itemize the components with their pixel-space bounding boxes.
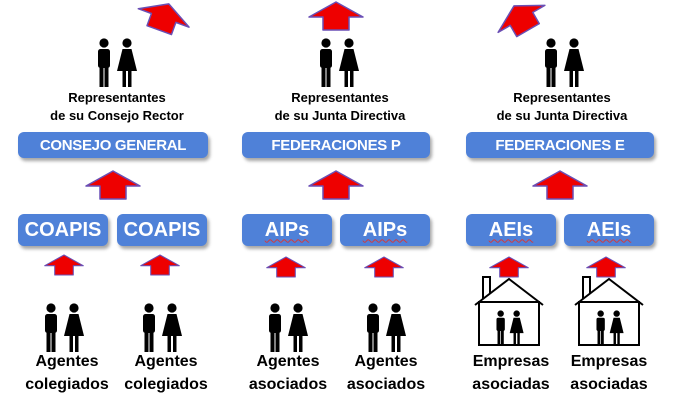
couple-icon-agent-1 (40, 303, 86, 353)
agent-label-4: Agentes asociados (326, 350, 446, 396)
top-arrow-icon-1 (133, 0, 195, 41)
leaf-label: COAPIS (123, 218, 201, 241)
rep-line1: Representantes (291, 90, 389, 105)
leaf-box-aeis-2: AEIs (564, 214, 654, 246)
mid-arrow-icon-3 (532, 170, 588, 200)
agent-label-1: Agentes colegiados (7, 350, 127, 396)
couple-icon-top-3 (540, 38, 586, 88)
rep-line2: de su Junta Directiva (496, 108, 628, 123)
agent-line1: Agentes (134, 353, 198, 370)
bottom-arrow-icon-3 (266, 256, 306, 278)
leaf-label: AIPs (264, 218, 310, 241)
house-icon-1 (474, 276, 544, 346)
agent-line2: asociadas (472, 376, 550, 393)
agent-line1: Agentes (35, 353, 99, 370)
mid-arrow-icon-1 (85, 170, 141, 200)
leaf-box-aeis-1: AEIs (466, 214, 556, 246)
org-box-consejo-general: CONSEJO GENERAL (18, 132, 208, 158)
top-arrow-icon-2 (308, 1, 364, 31)
representatives-label-1: Representantes de su Consejo Rector (17, 89, 217, 125)
couple-icon-agent-4 (362, 303, 408, 353)
leaf-box-coapis-1: COAPIS (18, 214, 108, 246)
agent-line1: Agentes (256, 353, 320, 370)
agent-label-6: Empresas asociadas (549, 350, 669, 396)
top-arrow-icon-3 (489, 0, 553, 45)
agent-label-2: Agentes colegiados (106, 350, 226, 396)
house-icon-2 (574, 276, 644, 346)
org-box-federaciones-p: FEDERACIONES P (242, 132, 430, 158)
org-label: FEDERACIONES E (495, 136, 625, 154)
agent-line2: colegiados (25, 376, 109, 393)
agent-line1: Empresas (570, 353, 648, 370)
couple-icon-top-2 (315, 38, 361, 88)
rep-line2: de su Consejo Rector (50, 108, 184, 123)
bottom-arrow-icon-5 (489, 256, 529, 278)
agent-line2: colegiados (124, 376, 208, 393)
leaf-label: COAPIS (24, 218, 102, 241)
agent-label-5: Empresas asociadas (451, 350, 571, 396)
couple-icon-top-1 (93, 38, 139, 88)
agent-line1: Agentes (354, 353, 418, 370)
bottom-arrow-icon-6 (586, 256, 626, 278)
org-box-federaciones-e: FEDERACIONES E (466, 132, 654, 158)
leaf-label: AIPs (362, 218, 408, 241)
leaf-label: AEIs (586, 218, 632, 241)
couple-icon-agent-2 (138, 303, 184, 353)
leaf-box-coapis-2: COAPIS (117, 214, 207, 246)
agent-line2: asociados (248, 376, 328, 393)
org-label: FEDERACIONES P (271, 136, 401, 154)
leaf-box-aips-1: AIPs (242, 214, 332, 246)
bottom-arrow-icon-1 (44, 254, 84, 276)
representatives-label-3: Representantes de su Junta Directiva (462, 89, 662, 125)
leaf-box-aips-2: AIPs (340, 214, 430, 246)
mid-arrow-icon-2 (308, 170, 364, 200)
org-label: CONSEJO GENERAL (39, 136, 187, 154)
bottom-arrow-icon-4 (364, 256, 404, 278)
rep-line1: Representantes (513, 90, 611, 105)
agent-line2: asociadas (570, 376, 648, 393)
rep-line2: de su Junta Directiva (274, 108, 406, 123)
agent-line2: asociados (346, 376, 426, 393)
couple-icon-agent-3 (264, 303, 310, 353)
leaf-label: AEIs (488, 218, 534, 241)
representatives-label-2: Representantes de su Junta Directiva (240, 89, 440, 125)
agent-line1: Empresas (472, 353, 550, 370)
bottom-arrow-icon-2 (140, 254, 180, 276)
agent-label-3: Agentes asociados (228, 350, 348, 396)
rep-line1: Representantes (68, 90, 166, 105)
